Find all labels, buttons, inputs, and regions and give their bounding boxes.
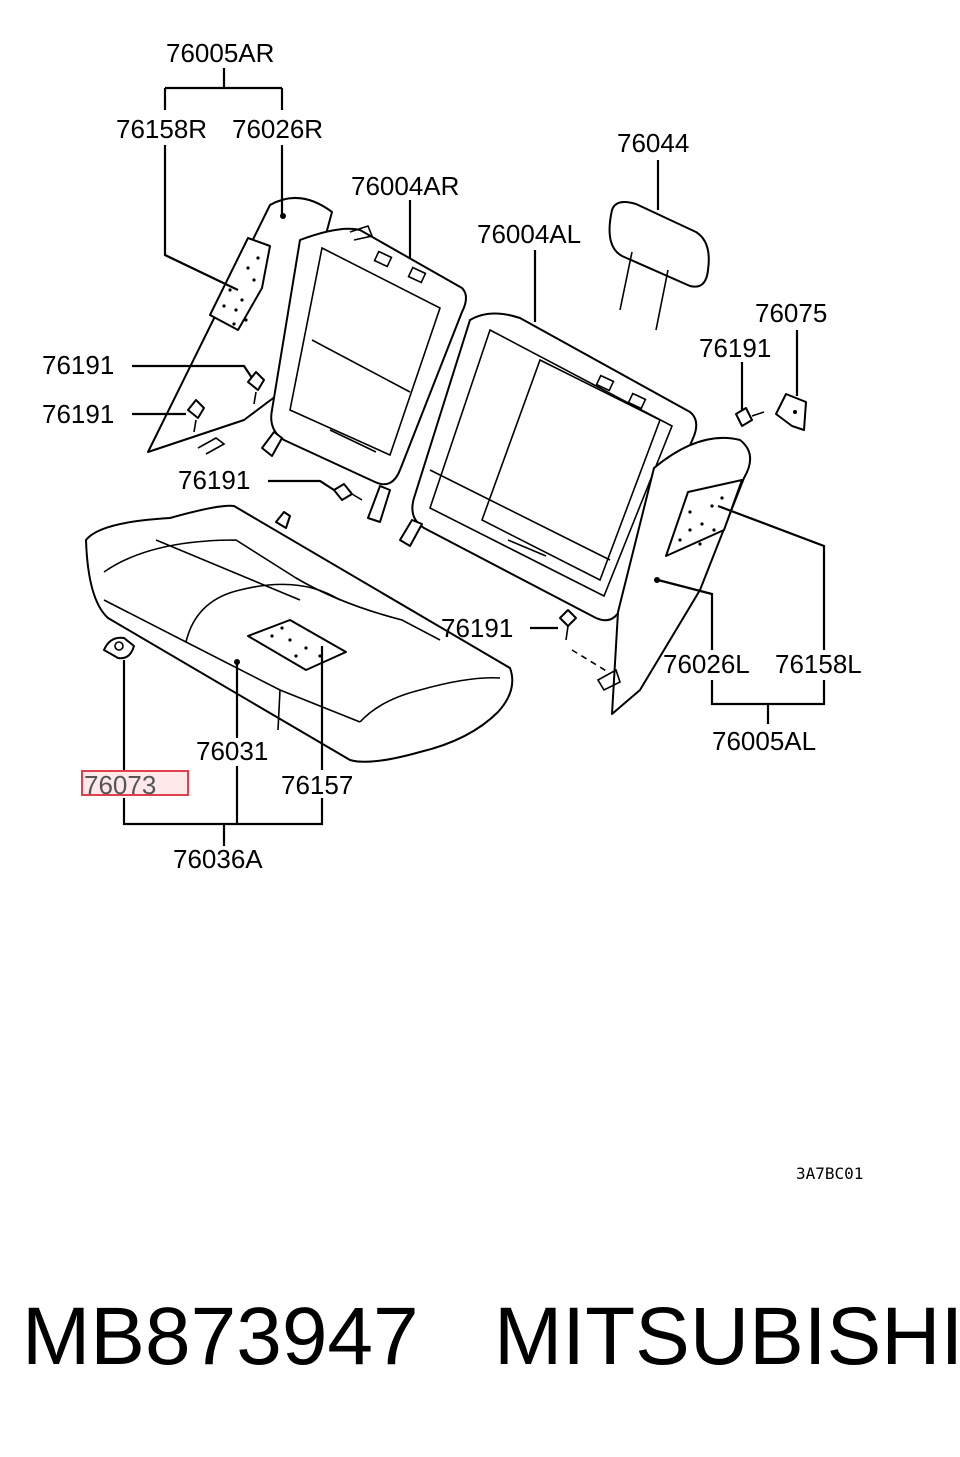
label-76036A: 76036A — [173, 844, 263, 874]
label-76158R: 76158R — [116, 114, 207, 144]
label-76157: 76157 — [281, 770, 353, 800]
part-number: MB873947 — [22, 1291, 419, 1382]
hook-76073 — [103, 636, 135, 660]
label-76191-center: 76191 — [178, 465, 250, 495]
label-76191-left-lower: 76191 — [42, 399, 114, 429]
label-76191-seat: 76191 — [441, 613, 513, 643]
label-76044: 76044 — [617, 128, 689, 158]
label-76004AR: 76004AR — [351, 171, 459, 201]
headrest — [608, 201, 710, 331]
leader-lines — [122, 68, 826, 846]
product-footer: MB873947 MITSUBISHI — [0, 1290, 960, 1400]
label-76075: 76075 — [755, 298, 827, 328]
label-76026R: 76026R — [232, 114, 323, 144]
label-76073: 76073 — [84, 770, 156, 800]
right-seatback — [261, 225, 467, 523]
label-76031: 76031 — [196, 736, 268, 766]
label-76191-left-upper: 76191 — [42, 350, 114, 380]
seat-cushion — [85, 504, 514, 763]
label-76191-right: 76191 — [699, 333, 771, 363]
label-76004AL: 76004AL — [477, 219, 581, 249]
highlight-box — [81, 770, 189, 796]
label-76005AL: 76005AL — [712, 726, 816, 756]
label-76005AR: 76005AR — [166, 38, 274, 68]
brand-name: MITSUBISHI — [494, 1291, 960, 1382]
label-76026L: 76026L — [663, 649, 750, 679]
label-76158L: 76158L — [775, 649, 862, 679]
left-side-bolster — [571, 436, 751, 715]
drawing-code: 3A7BC01 — [796, 1164, 863, 1183]
bracket-76075 — [775, 393, 807, 431]
